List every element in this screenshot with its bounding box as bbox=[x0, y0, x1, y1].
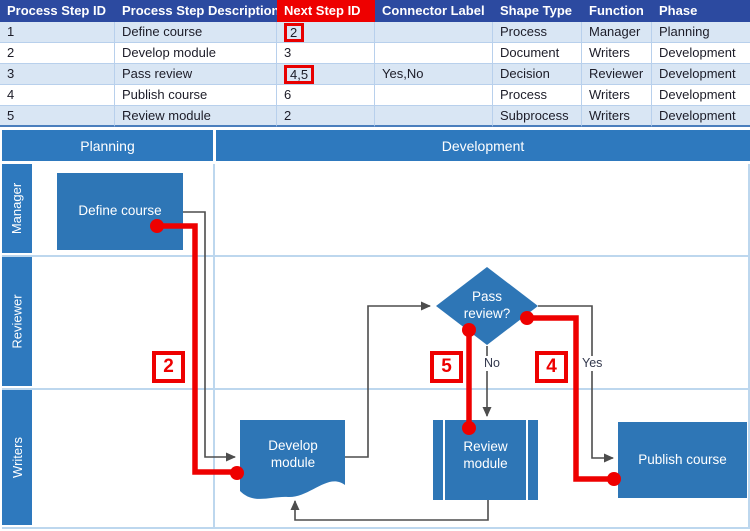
shape-label-publish-course: Publish course bbox=[638, 451, 727, 467]
table-cell[interactable] bbox=[375, 106, 493, 127]
callout-number-5: 5 bbox=[430, 351, 463, 383]
table-cell[interactable]: Process bbox=[493, 85, 582, 106]
table-cell[interactable]: Decision bbox=[493, 64, 582, 85]
lane-divider bbox=[2, 255, 750, 257]
table-cell[interactable] bbox=[375, 85, 493, 106]
flowchart-canvas bbox=[57, 173, 747, 521]
shape-label-define-course: Define course bbox=[78, 203, 162, 219]
red-endpoint-dot bbox=[607, 472, 621, 486]
table-cell[interactable]: Development bbox=[652, 43, 750, 64]
table-cell[interactable]: 5 bbox=[0, 106, 115, 127]
table-cell[interactable]: 1 bbox=[0, 22, 115, 43]
red-endpoint-dot bbox=[462, 421, 476, 435]
phase-band-development[interactable]: Development bbox=[216, 130, 750, 161]
table-cell[interactable]: Development bbox=[652, 85, 750, 106]
connector-define-to-develop[interactable] bbox=[183, 211, 236, 462]
red-endpoint-dot bbox=[462, 323, 476, 337]
subprocess-shape-review-module[interactable] bbox=[433, 420, 538, 500]
process-map-table: Process Step ID Process Step Description… bbox=[0, 0, 750, 127]
callout-number-4: 4 bbox=[535, 351, 568, 383]
shape-label-review-module: Review module bbox=[463, 438, 508, 471]
red-annotation-line-2 bbox=[157, 223, 233, 475]
table-cell[interactable]: Document bbox=[493, 43, 582, 64]
process-shape-publish-course[interactable] bbox=[618, 422, 747, 498]
connector-develop-to-decision[interactable] bbox=[345, 301, 431, 458]
table-cell[interactable]: 6 bbox=[277, 85, 375, 106]
table-cell[interactable]: 3 bbox=[277, 43, 375, 64]
table-cell[interactable] bbox=[375, 43, 493, 64]
red-endpoint-dot bbox=[230, 466, 244, 480]
connector-label-no: No bbox=[481, 356, 503, 371]
column-header-next-step-id-highlighted[interactable]: Next Step ID bbox=[277, 0, 375, 22]
column-header[interactable]: Process Step Description bbox=[115, 0, 277, 22]
column-header[interactable]: Shape Type bbox=[493, 0, 582, 22]
lane-label-reviewer[interactable]: Reviewer bbox=[2, 257, 32, 386]
table-cell[interactable]: Define course bbox=[115, 22, 277, 43]
table-cell[interactable]: Reviewer bbox=[582, 64, 652, 85]
decision-shape-pass-review[interactable] bbox=[436, 267, 538, 345]
table-cell[interactable]: Subprocess bbox=[493, 106, 582, 127]
table-cell[interactable]: 2 bbox=[0, 43, 115, 64]
table-cell[interactable] bbox=[375, 22, 493, 43]
lane-divider bbox=[2, 527, 750, 529]
column-header[interactable]: Connector Label bbox=[375, 0, 493, 22]
table-cell[interactable]: Yes,No bbox=[375, 64, 493, 85]
table-cell[interactable]: Review module bbox=[115, 106, 277, 127]
table-cell[interactable]: Development bbox=[652, 64, 750, 85]
table-cell[interactable]: Develop module bbox=[115, 43, 277, 64]
connector-yes-decision-to-publish[interactable] bbox=[538, 305, 614, 463]
column-header[interactable]: Function bbox=[582, 0, 652, 22]
table-cell[interactable]: Writers bbox=[582, 43, 652, 64]
table-cell[interactable]: Writers bbox=[582, 85, 652, 106]
table-cell[interactable]: Pass review bbox=[115, 64, 277, 85]
column-header[interactable]: Process Step ID bbox=[0, 0, 115, 22]
table-cell[interactable]: Manager bbox=[582, 22, 652, 43]
red-endpoint-dot bbox=[150, 219, 164, 233]
table-cell[interactable]: 4 bbox=[0, 85, 115, 106]
table-cell[interactable]: Writers bbox=[582, 106, 652, 127]
lane-label-writers[interactable]: Writers bbox=[2, 390, 32, 525]
lane-divider bbox=[2, 388, 750, 390]
table-cell[interactable]: Process bbox=[493, 22, 582, 43]
phase-divider bbox=[213, 164, 215, 527]
red-highlight-box: 2 bbox=[284, 23, 304, 42]
table-cell[interactable]: 4,5 bbox=[277, 64, 375, 85]
table-cell[interactable]: 3 bbox=[0, 64, 115, 85]
callout-number-2: 2 bbox=[152, 351, 185, 383]
shape-label-develop-module: Develop module bbox=[268, 438, 318, 470]
diagram-right-edge bbox=[748, 164, 750, 527]
table-cell[interactable]: Development bbox=[652, 106, 750, 127]
swimlane-diagram: Planning Development Manager Reviewer Wr… bbox=[0, 128, 750, 531]
table-cell[interactable]: Planning bbox=[652, 22, 750, 43]
process-shape-define-course[interactable] bbox=[57, 173, 183, 250]
red-annotation-line-4 bbox=[527, 315, 611, 482]
column-header[interactable]: Phase bbox=[652, 0, 750, 22]
phase-band-planning[interactable]: Planning bbox=[2, 130, 213, 161]
red-highlight-box: 4,5 bbox=[284, 65, 315, 84]
table-cell[interactable]: 2 bbox=[277, 106, 375, 127]
connector-review-back-to-develop[interactable] bbox=[290, 500, 489, 521]
document-shape-develop-module[interactable] bbox=[240, 420, 345, 499]
lane-label-manager[interactable]: Manager bbox=[2, 164, 32, 253]
table-cell[interactable]: 2 bbox=[277, 22, 375, 43]
red-endpoint-dot bbox=[520, 311, 534, 325]
table-cell[interactable]: Publish course bbox=[115, 85, 277, 106]
shape-label-pass-review: Pass review? bbox=[463, 289, 511, 321]
connector-label-yes: Yes bbox=[579, 356, 606, 371]
